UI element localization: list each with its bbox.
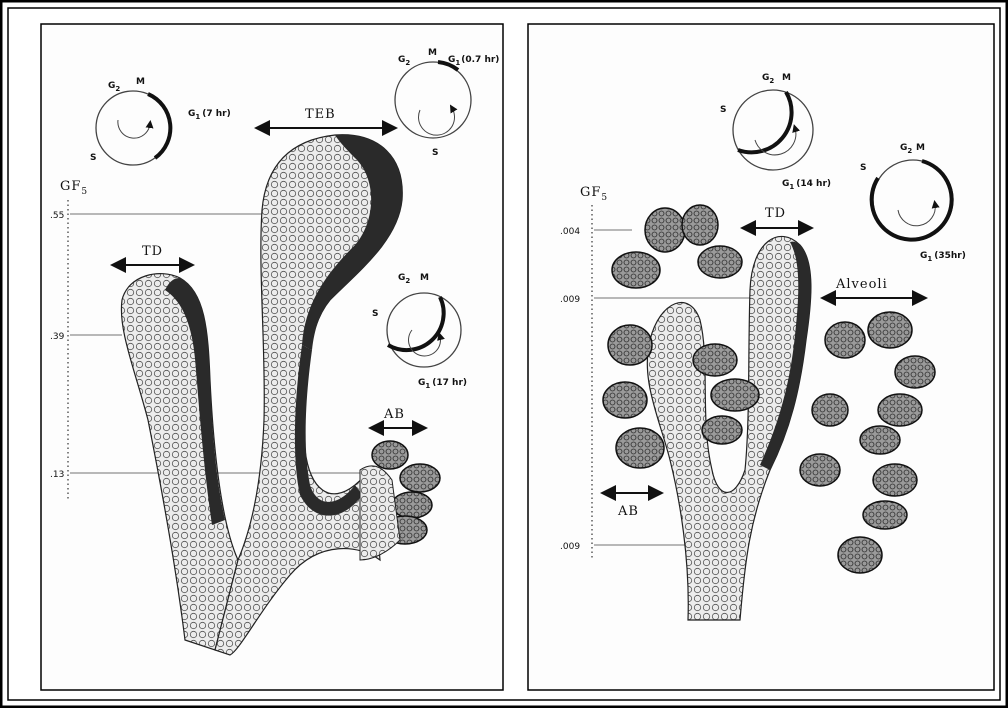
right-panel: GF5 .004 .009 .009 (528, 24, 994, 690)
left-panel: GF5 .55 .39 .13 TEB TD AB (41, 24, 503, 690)
svg-text:S: S (860, 163, 866, 173)
svg-text:M: M (136, 77, 145, 87)
svg-text:S: S (372, 309, 378, 319)
right-gf-tick-2: .009 (560, 295, 580, 305)
left-gf-tick-2: .39 (50, 332, 65, 342)
svg-text:S: S (432, 148, 438, 158)
svg-text:S: S (90, 153, 96, 163)
left-td-label: TD (142, 244, 163, 259)
right-gf-tick-1: .004 (560, 227, 580, 237)
right-alveoli-label: Alveoli (835, 277, 888, 292)
right-gf-tick-3: .009 (560, 542, 580, 552)
svg-text:S: S (720, 105, 726, 115)
left-teb-label: TEB (305, 107, 336, 122)
left-ab-label: AB (383, 407, 405, 422)
svg-text:M: M (420, 273, 429, 283)
left-gf-tick-1: .55 (50, 211, 64, 221)
svg-text:M: M (428, 48, 437, 58)
right-td-label: TD (765, 206, 786, 221)
right-ab-label: AB (617, 504, 639, 519)
svg-text:M: M (782, 73, 791, 83)
svg-text:M: M (916, 143, 925, 153)
left-gf-tick-3: .13 (50, 470, 64, 480)
